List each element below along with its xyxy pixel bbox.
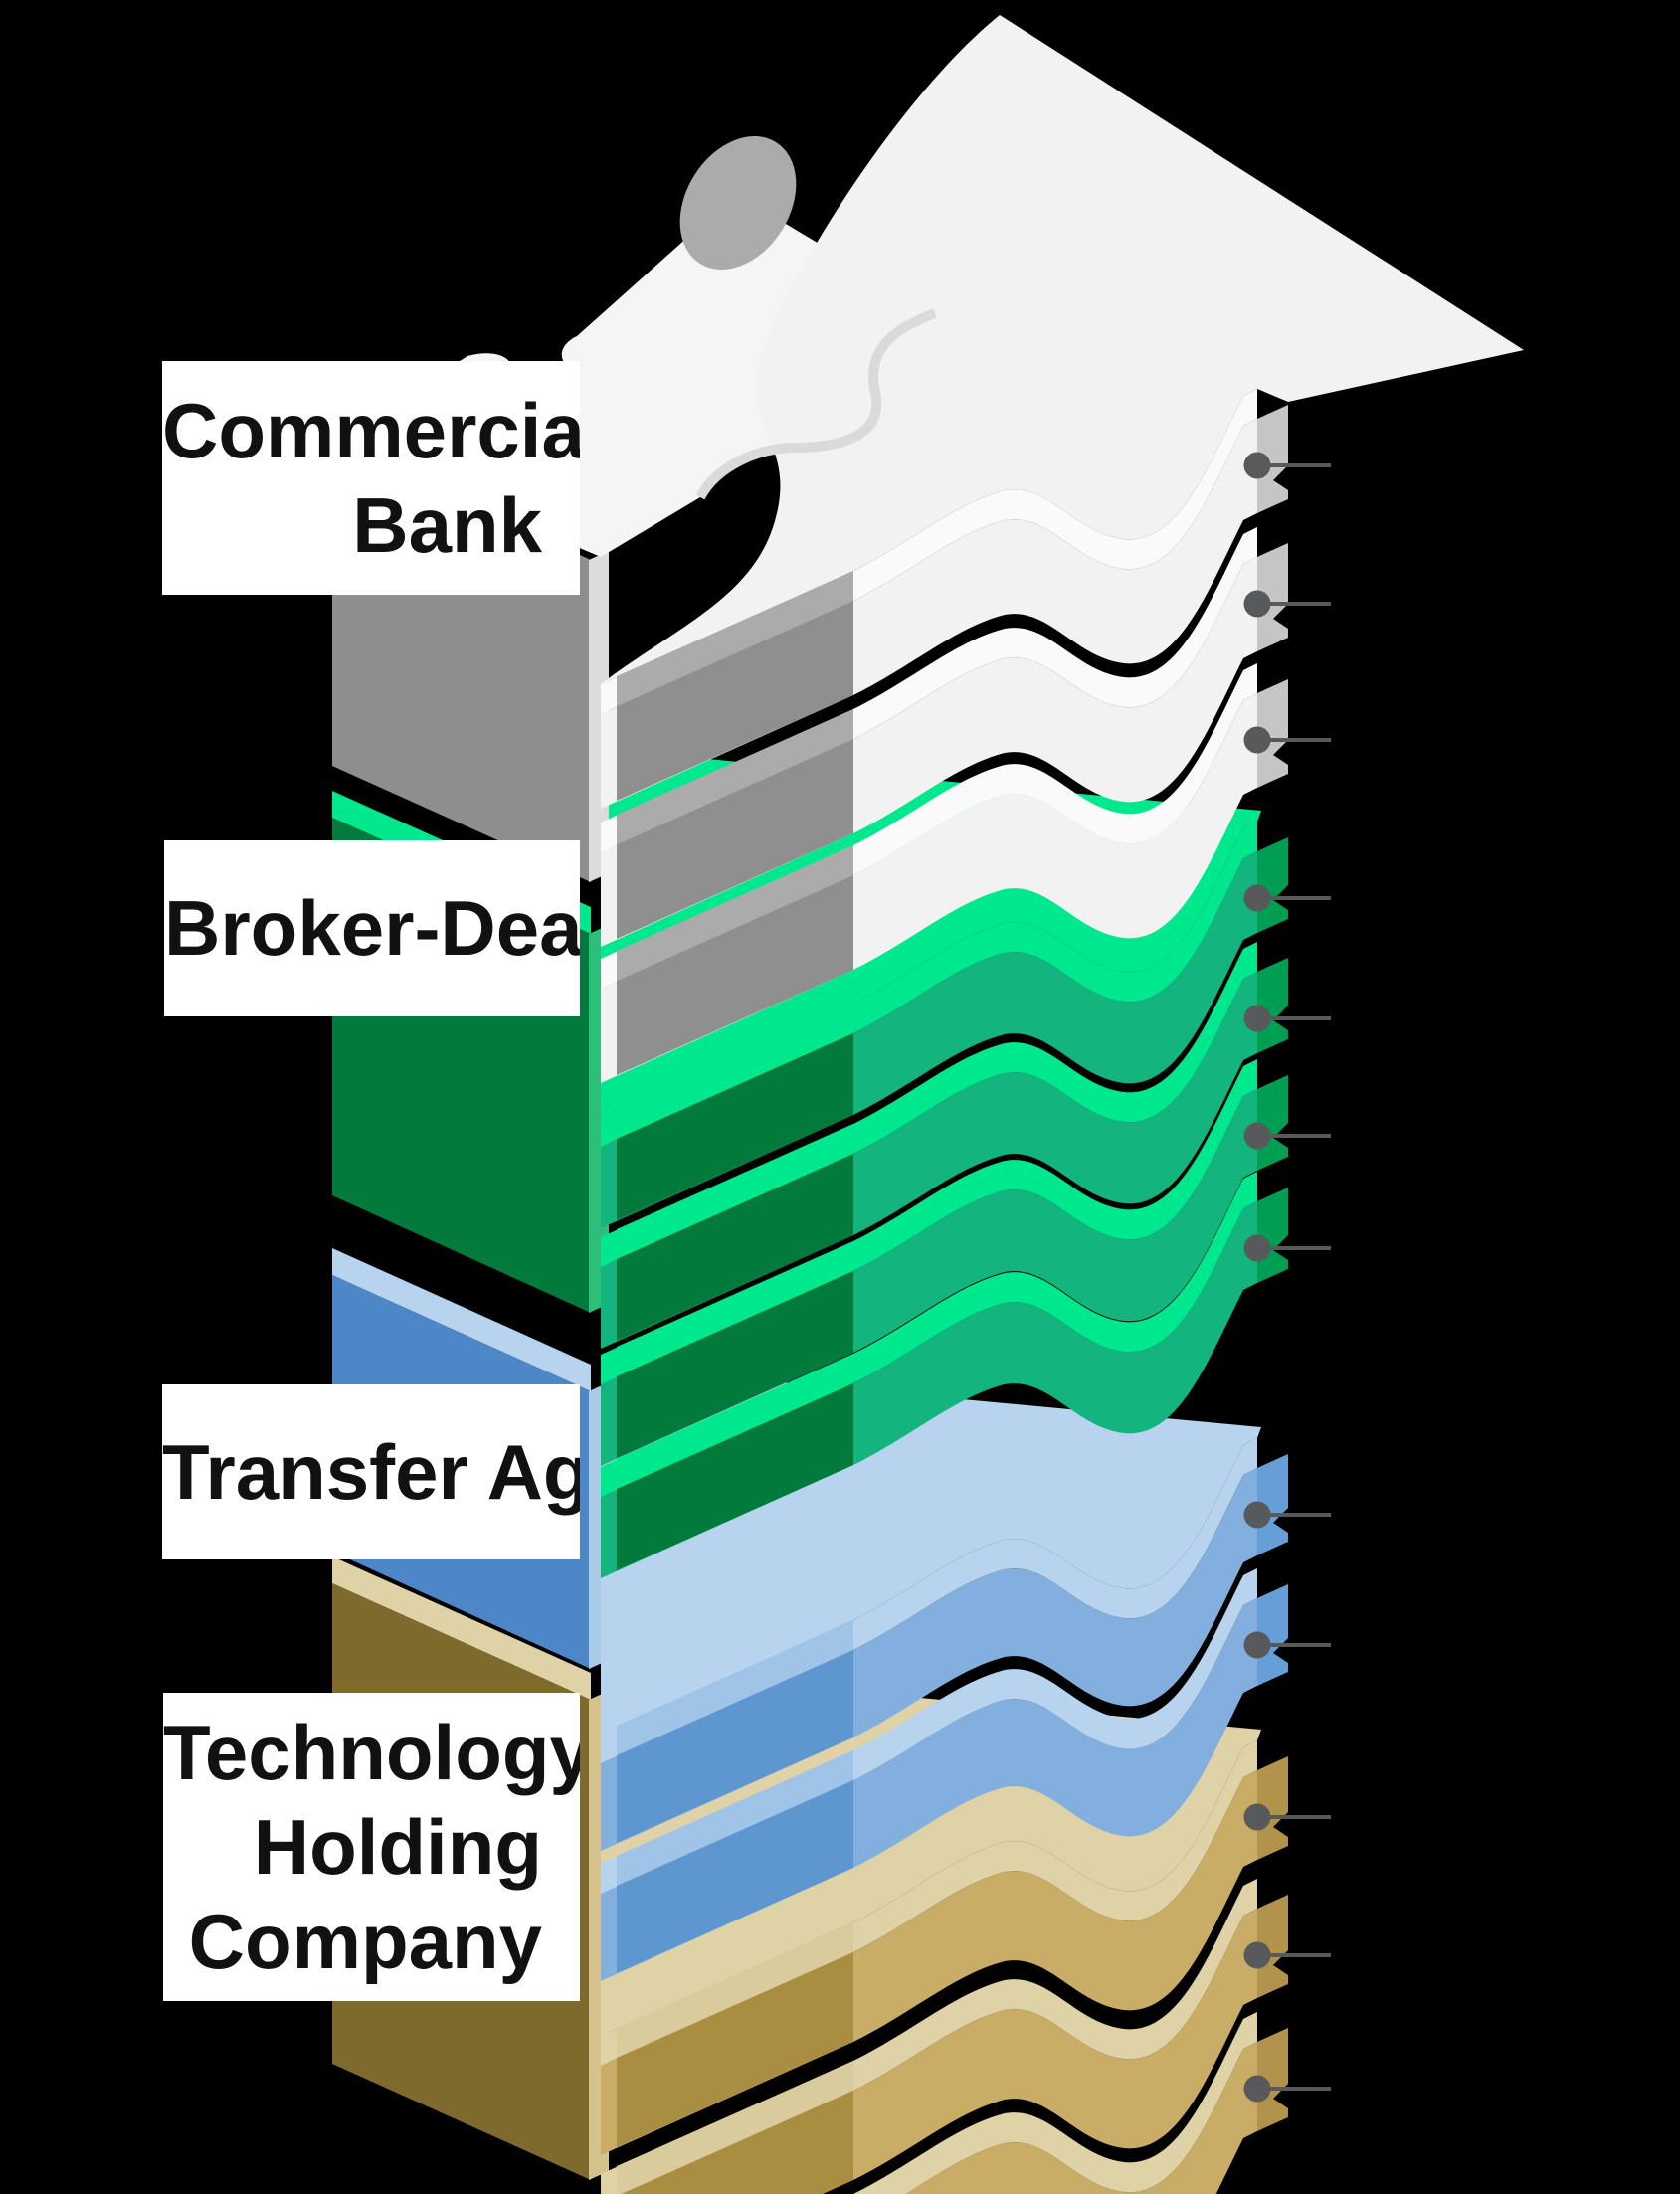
label-text: Commercial — [162, 386, 580, 474]
slice-side-strip — [1257, 405, 1288, 513]
layer-slice — [601, 822, 1288, 1228]
slice-chevron-top — [617, 1620, 853, 1755]
slice-side-strip — [1257, 543, 1288, 651]
layer-slice — [601, 942, 1288, 1349]
slice-side-strip — [1257, 1075, 1288, 1171]
slice-side-strip — [1257, 1454, 1288, 1555]
slice-side-strip — [1257, 1756, 1288, 1860]
callout-dot — [1243, 1501, 1271, 1529]
slice-chevron-top — [617, 1241, 853, 1376]
slice-chevron-top — [617, 2061, 853, 2194]
slice-chevron-front — [617, 1271, 853, 1458]
slice-front-face — [905, 2042, 1257, 2194]
callout-dot — [1243, 2075, 1271, 2103]
layer-slice — [601, 1059, 1288, 1466]
label-text: Technology — [163, 1708, 580, 1796]
puzzle-piece-top-right — [601, 15, 1524, 684]
slice-chevron-top — [617, 845, 853, 981]
layer-slice — [601, 1438, 1288, 1851]
callout-dot — [1243, 884, 1271, 912]
layer-slice — [601, 1740, 1288, 2155]
layer-slice — [601, 1568, 1288, 1981]
slice-top-band — [853, 2012, 1257, 2194]
slice-chevron-top — [617, 1004, 853, 1139]
slice-chevron-front — [621, 2091, 853, 2194]
slice-chevron-top — [617, 1124, 853, 1259]
layer-slice — [601, 527, 1288, 947]
left-block-top-face — [332, 1556, 591, 1700]
label-text: Bank — [352, 480, 542, 569]
slice-chevron-front — [617, 875, 853, 1075]
slice-chevron-top — [617, 1922, 853, 2058]
callout-dot — [1243, 1631, 1271, 1659]
callout-annotations — [1243, 452, 1331, 2103]
layer-transfer_agent — [332, 1248, 1288, 1981]
callout-dot — [1243, 1803, 1271, 1831]
layer-broker_dealer — [332, 749, 1288, 1578]
layer-slice — [601, 1172, 1288, 1578]
label-commercial-bank: Commercial Bank — [162, 361, 580, 595]
callout-dot — [1243, 1122, 1271, 1150]
slice-side-strip — [1257, 1895, 1288, 1998]
slice-chevron-top — [617, 1750, 853, 1886]
layer-slice — [853, 2012, 1288, 2194]
callout-dot — [1243, 726, 1271, 754]
slice-side-strip — [1257, 1584, 1288, 1686]
slice-chevron-front — [617, 601, 853, 801]
callout-dot — [1243, 1005, 1271, 1032]
puzzle-seam-curve — [695, 308, 937, 500]
label-text: Holding — [253, 1802, 542, 1891]
label-transfer-agent: Transfer Agent — [162, 1384, 580, 1559]
layer-slice — [601, 663, 1288, 1083]
slice-side-strip — [1257, 837, 1288, 933]
layer-slice — [601, 1879, 1288, 2194]
slice-side-strip — [1257, 958, 1288, 1053]
label-text: Transfer Agent — [162, 1427, 580, 1516]
callout-dot — [1243, 452, 1271, 479]
slice-chevron-front — [617, 1952, 853, 2147]
callout-dot — [1243, 1234, 1271, 1262]
slice-chevron-front — [617, 1154, 853, 1341]
slice-chevron-front — [617, 1650, 853, 1843]
slice-chevron-top — [617, 571, 853, 706]
slice-side-strip — [1257, 1188, 1288, 1283]
puzzle-knob-hole — [679, 136, 797, 270]
slice-chevron-top — [617, 709, 853, 844]
slice-chevron-front — [617, 1033, 853, 1220]
slice-chevron-front — [617, 1383, 853, 1570]
slice-side-strip — [1257, 2028, 1288, 2131]
layer-slice — [601, 389, 1288, 809]
slice-front-face — [623, 1909, 1257, 2194]
slice-chevron-front — [617, 739, 853, 939]
callout-dot — [1243, 1941, 1271, 1969]
callout-dot — [1243, 590, 1271, 618]
label-text: Broker-Dealer — [164, 884, 580, 972]
slice-side-strip — [1257, 679, 1288, 788]
left-block-top-face — [332, 1248, 591, 1391]
slice-chevron-front — [617, 1780, 853, 1973]
label-technology-holding-company: Technology Holding Company — [163, 1693, 580, 2001]
label-broker-dealer: Broker-Dealer — [164, 840, 580, 1016]
label-text: Company — [188, 1897, 542, 1985]
slice-chevron-top — [617, 1354, 853, 1489]
